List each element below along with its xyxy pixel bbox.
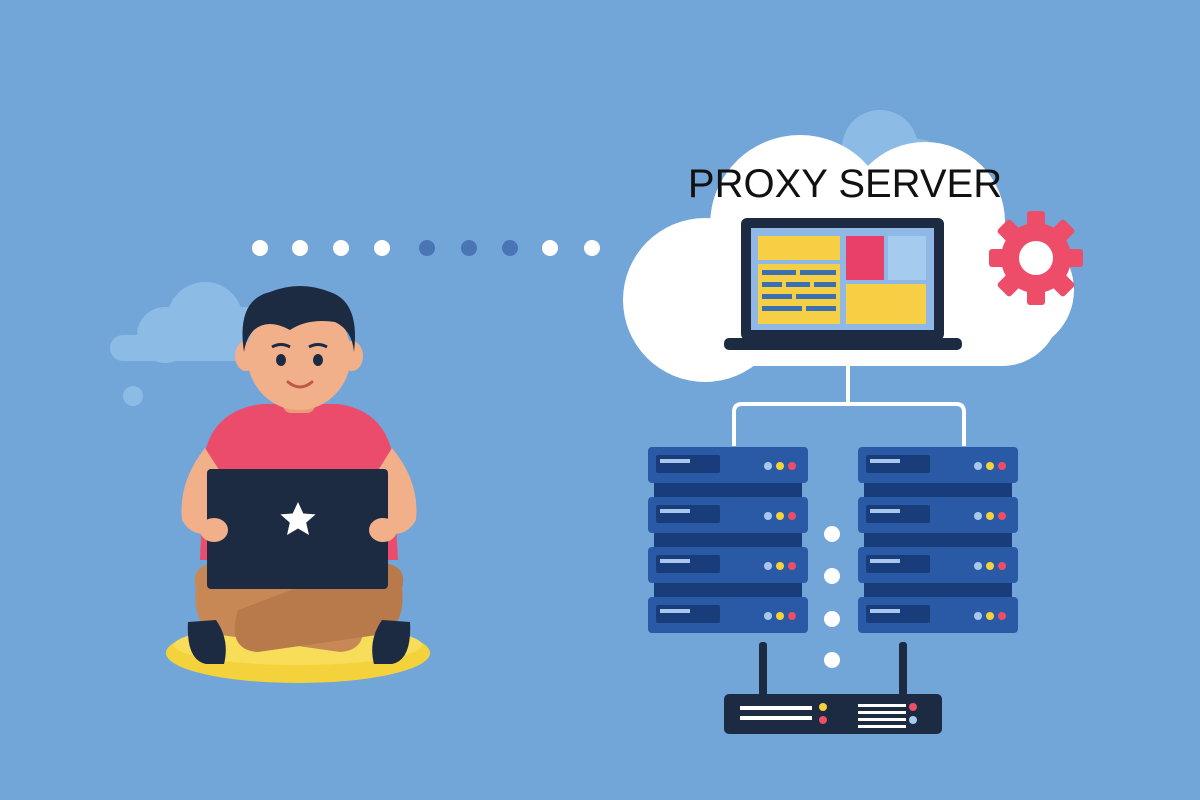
cloud-laptop [724,218,962,350]
server-slot-line [870,609,900,613]
server-slot-line [660,509,690,513]
server-led-yellow [986,462,994,470]
server-led-blue [764,612,772,620]
smile [286,380,314,389]
server-led-yellow [776,462,784,470]
proxy-server-title: PROXY SERVER [688,162,1002,206]
server-led-blue [764,562,772,570]
left-shoe [187,620,226,664]
server-slot-line [870,459,900,463]
server-led-red [998,562,1006,570]
server-slot [866,555,930,573]
face [247,300,351,410]
server-slot [656,455,720,473]
server-rack-frame [654,455,802,625]
server-led-red [788,462,796,470]
screen-panel-blue [888,236,926,280]
person-laptop [207,469,388,589]
network-connector-lines [732,360,966,446]
server-stack-left [648,447,808,633]
router-antenna-right [899,642,907,696]
server-led-blue [974,512,982,520]
server-slot [866,605,930,623]
left-eye [276,354,286,366]
right-shoe [372,620,411,664]
server-led-red [998,462,1006,470]
server-rack-frame [864,455,1012,625]
server-stack-right [858,447,1018,633]
server-link-dots [824,526,840,668]
server-slot [866,455,930,473]
server-slot-line [870,559,900,563]
server-led-red [788,562,796,570]
server-slot [656,605,720,623]
router-antenna-left [759,642,767,696]
left-background-cloud [110,282,271,363]
server-led-yellow [986,512,994,520]
server-led-yellow [776,562,784,570]
person-with-laptop [166,286,430,683]
screen-panel-red [846,236,884,280]
server-slot-line [660,559,690,563]
screen-panel-yellow-top [758,236,840,260]
server-slot-line [870,509,900,513]
router-device [724,642,942,734]
screen-panel-yellow-bottom [846,284,926,324]
server-led-yellow [776,612,784,620]
server-led-red [998,512,1006,520]
gear-icon [989,211,1083,305]
server-led-blue [974,612,982,620]
server-slot-line [660,609,690,613]
right-eye [313,354,323,366]
server-slot [656,555,720,573]
floating-bubble [123,386,143,406]
server-led-red [998,612,1006,620]
server-slot-line [660,459,690,463]
server-led-yellow [776,512,784,520]
server-led-yellow [986,612,994,620]
server-led-blue [974,462,982,470]
server-led-red [788,512,796,520]
server-slot [656,505,720,523]
star-icon [280,502,316,535]
hair [242,286,355,352]
server-led-blue [764,512,772,520]
server-led-yellow [986,562,994,570]
server-led-blue [974,562,982,570]
server-led-red [788,612,796,620]
server-slot [866,505,930,523]
server-led-blue [764,462,772,470]
connection-dots [252,240,600,256]
